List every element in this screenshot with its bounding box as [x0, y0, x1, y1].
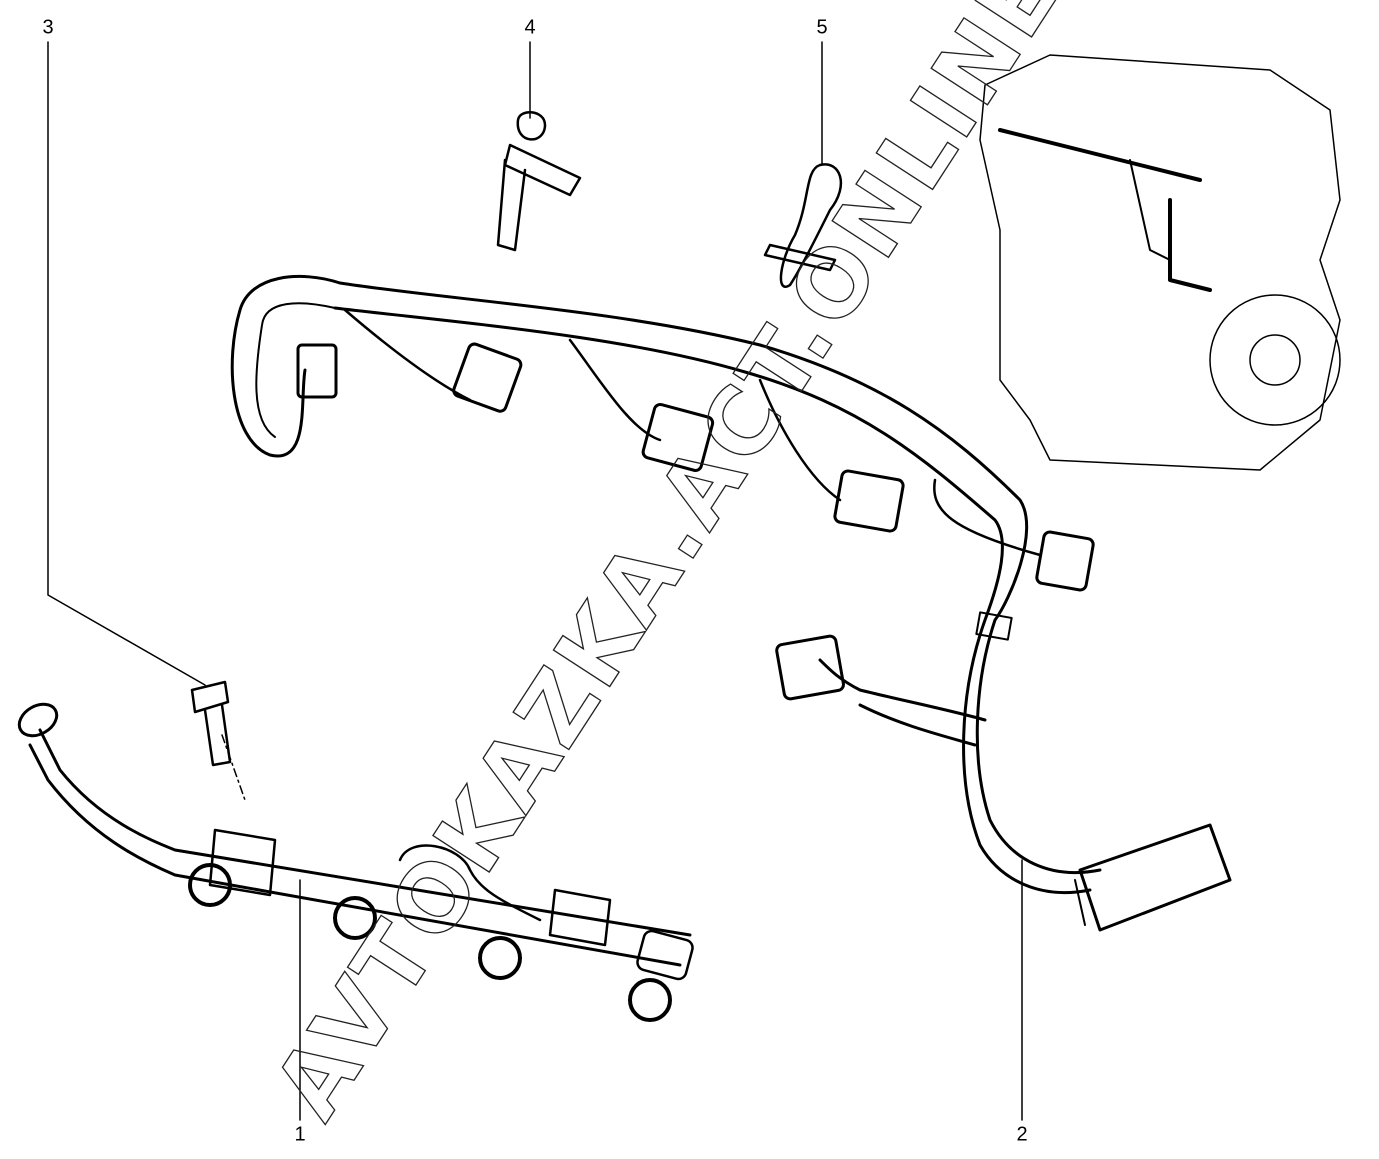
watermark: AVTOKAZKA.ACT.ONLINE — [254, 0, 1082, 1137]
engine-wiring-harness — [230, 274, 1102, 895]
cable-tie-clip — [763, 163, 842, 288]
callout-3: 3 — [42, 16, 54, 39]
main-connector — [1078, 823, 1232, 932]
connector — [452, 342, 523, 413]
callout-5: 5 — [816, 16, 828, 39]
callout-2: 2 — [1016, 1123, 1028, 1146]
injector-rail-harness — [17, 702, 694, 1022]
connector — [833, 469, 905, 533]
leader-line-3 — [47, 41, 206, 686]
connector — [296, 343, 338, 399]
leader-lines — [47, 41, 1023, 1121]
connectors — [296, 342, 1232, 932]
callout-1: 1 — [294, 1123, 306, 1146]
cable-tie-strap — [496, 111, 582, 252]
connector — [1035, 530, 1095, 592]
connector — [775, 634, 845, 701]
engine-thumbnail — [979, 54, 1341, 471]
bolt — [190, 680, 232, 767]
callout-4: 4 — [524, 16, 536, 39]
connector — [641, 403, 715, 472]
injectors — [188, 863, 672, 1022]
